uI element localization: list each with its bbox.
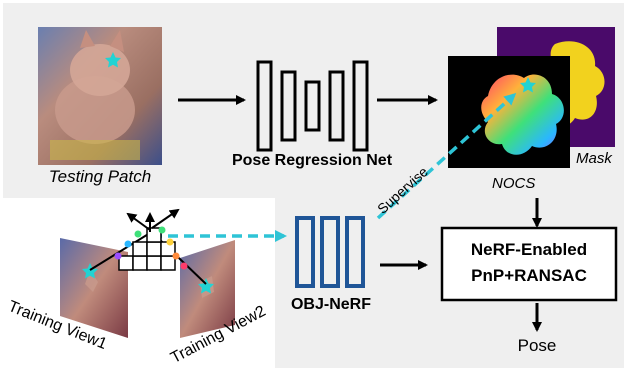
- pose-regression-net-icon: [256, 60, 369, 152]
- pnp-line2: PnP+RANSAC: [471, 266, 587, 285]
- mask-caption: Mask: [576, 150, 612, 167]
- view2-keypoint-star-icon: [198, 278, 214, 294]
- view1-keypoint-star-icon: [82, 263, 98, 279]
- obj-nerf-label: OBJ-NeRF: [290, 296, 371, 313]
- pose-regression-net-label: Pose Regression Net: [231, 152, 393, 169]
- pnp-line1: NeRF-Enabled: [470, 240, 588, 259]
- obj-nerf-icon: [295, 216, 365, 288]
- view1-ray: [89, 232, 151, 271]
- nocs-image: [448, 56, 570, 168]
- testing-patch-caption: Testing Patch: [48, 167, 152, 186]
- voxel-grid-icon: [118, 227, 176, 271]
- supervise-dashed-arrow: [376, 92, 517, 220]
- nocs-caption: NOCS: [492, 175, 536, 192]
- nocs-keypoint-star-icon: [520, 77, 536, 93]
- testing-patch-image: [38, 27, 162, 165]
- sample-points-icon: [114, 226, 188, 270]
- pnp-ransac-box: [440, 226, 618, 302]
- coordinate-axes-icon: [126, 208, 180, 232]
- pose-output-label: Pose: [517, 336, 557, 355]
- keypoint-star-icon: [105, 52, 121, 68]
